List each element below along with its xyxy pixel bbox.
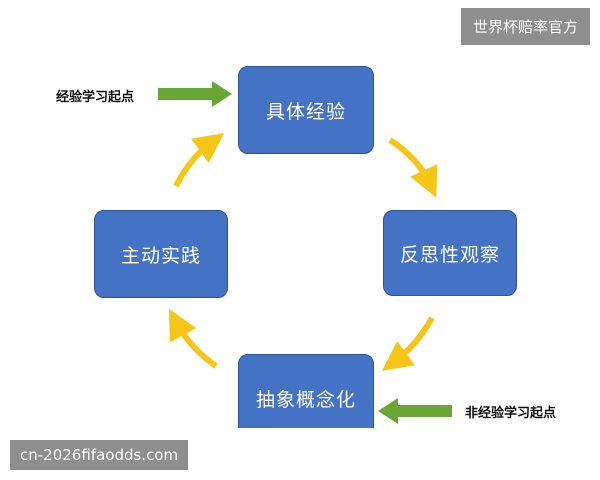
stage-active-experimentation: 主动实践 — [94, 210, 228, 298]
stage-abstract-conceptualization: 抽象概念化 — [238, 354, 374, 442]
start-point-label: 经验学习起点 — [56, 90, 135, 105]
alt-start-arrow-icon — [378, 398, 452, 424]
start-arrow-icon — [158, 81, 232, 107]
cycle-arrow-right-to-bottom-icon — [381, 316, 435, 371]
cycle-arrow-top-to-right-icon — [388, 137, 438, 198]
alt-start-point-label: 非经验学习起点 — [465, 406, 557, 421]
cycle-arrow-bottom-to-left-icon — [168, 308, 218, 369]
stage-concrete-experience: 具体经验 — [238, 66, 374, 154]
stage-reflective-observation: 反思性观察 — [383, 210, 517, 296]
watermark-bottom: cn-2026fifaodds.com — [10, 440, 189, 470]
cycle-arrow-left-to-top-icon — [173, 133, 225, 188]
watermark-top: 世界杯赔率官方 — [460, 8, 590, 45]
